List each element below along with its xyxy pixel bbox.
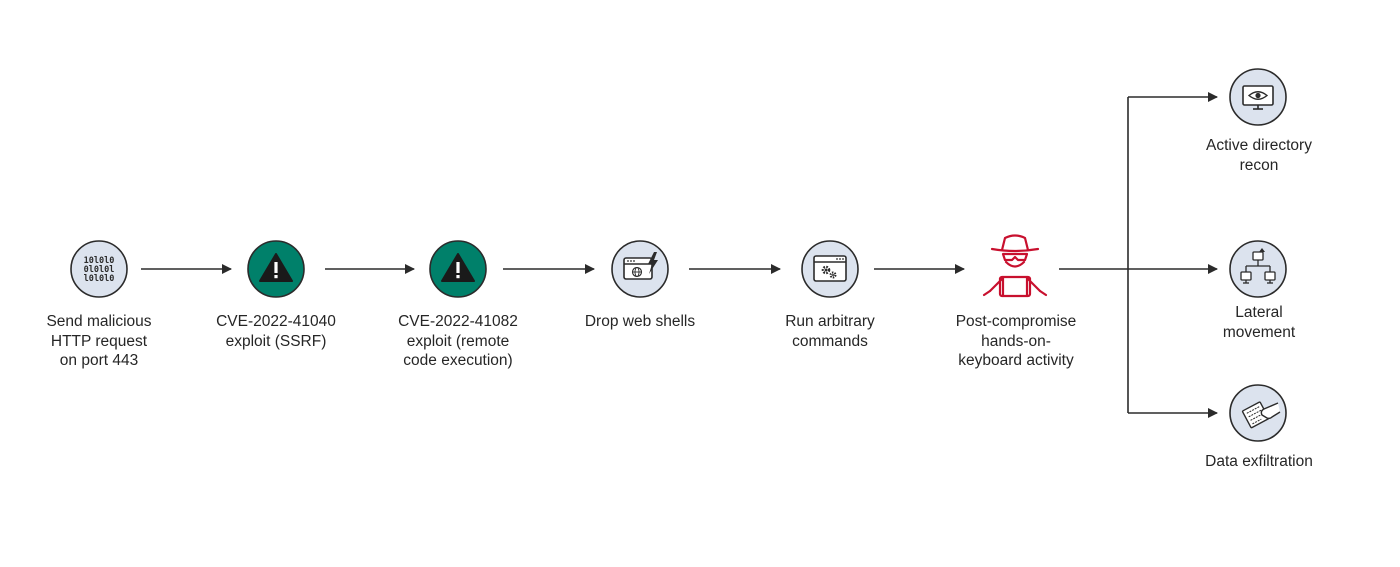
svg-text:10l0l0: 10l0l0 <box>84 256 115 266</box>
label-send-request: Send malicious HTTP request on port 443 <box>14 312 184 371</box>
label-line: CVE-2022-41040 <box>216 313 336 330</box>
label-run-commands: Run arbitrary commands <box>745 312 915 351</box>
warning-icon <box>429 240 487 298</box>
label-line: HTTP request <box>50 332 148 350</box>
label-line: Active directory <box>1206 137 1312 154</box>
label-line: exploit (remote <box>406 332 510 350</box>
label-line: CVE-2022-41082 <box>398 313 518 330</box>
label-line: commands <box>792 332 868 350</box>
label-web-shells: Drop web shells <box>555 312 725 332</box>
network-icon <box>1229 240 1287 298</box>
warning-icon <box>247 240 305 298</box>
hacker-icon <box>982 234 1048 298</box>
binary-data-icon: 10l0l0 0l0l0l l0l0l0 <box>70 240 128 298</box>
label-lateral-movement: Lateral movement <box>1174 303 1344 342</box>
label-line: Post-compromise <box>955 313 1077 330</box>
svg-text:l0l0l0: l0l0l0 <box>84 274 115 284</box>
label-line: keyboard activity <box>958 352 1074 369</box>
label-line: Drop web shells <box>584 313 696 330</box>
connectors <box>141 92 1218 418</box>
label-line: recon <box>1239 156 1279 174</box>
label-data-exfiltration: Data exfiltration <box>1174 452 1344 472</box>
label-line: on port 443 <box>59 352 139 369</box>
label-line: Lateral <box>1235 304 1283 321</box>
label-post-compromise: Post-compromise hands-on- keyboard activ… <box>931 312 1101 371</box>
label-line: Run arbitrary <box>785 313 875 330</box>
label-ad-recon: Active directory recon <box>1174 136 1344 175</box>
label-line: movement <box>1222 323 1296 341</box>
label-rce-exploit: CVE-2022-41082 exploit (remote code exec… <box>373 312 543 371</box>
svg-text:0l0l0l: 0l0l0l <box>84 265 115 275</box>
label-line: code execution) <box>403 352 513 369</box>
monitor-eye-icon <box>1229 68 1287 126</box>
label-line: Data exfiltration <box>1205 453 1313 470</box>
gear-window-icon <box>801 240 859 298</box>
label-line: hands-on- <box>981 332 1051 350</box>
label-line: exploit (SSRF) <box>225 332 327 350</box>
label-line: Send malicious <box>46 313 152 330</box>
hand-document-icon <box>1229 384 1287 442</box>
web-shell-icon <box>611 240 669 298</box>
label-ssrf-exploit: CVE-2022-41040 exploit (SSRF) <box>191 312 361 351</box>
